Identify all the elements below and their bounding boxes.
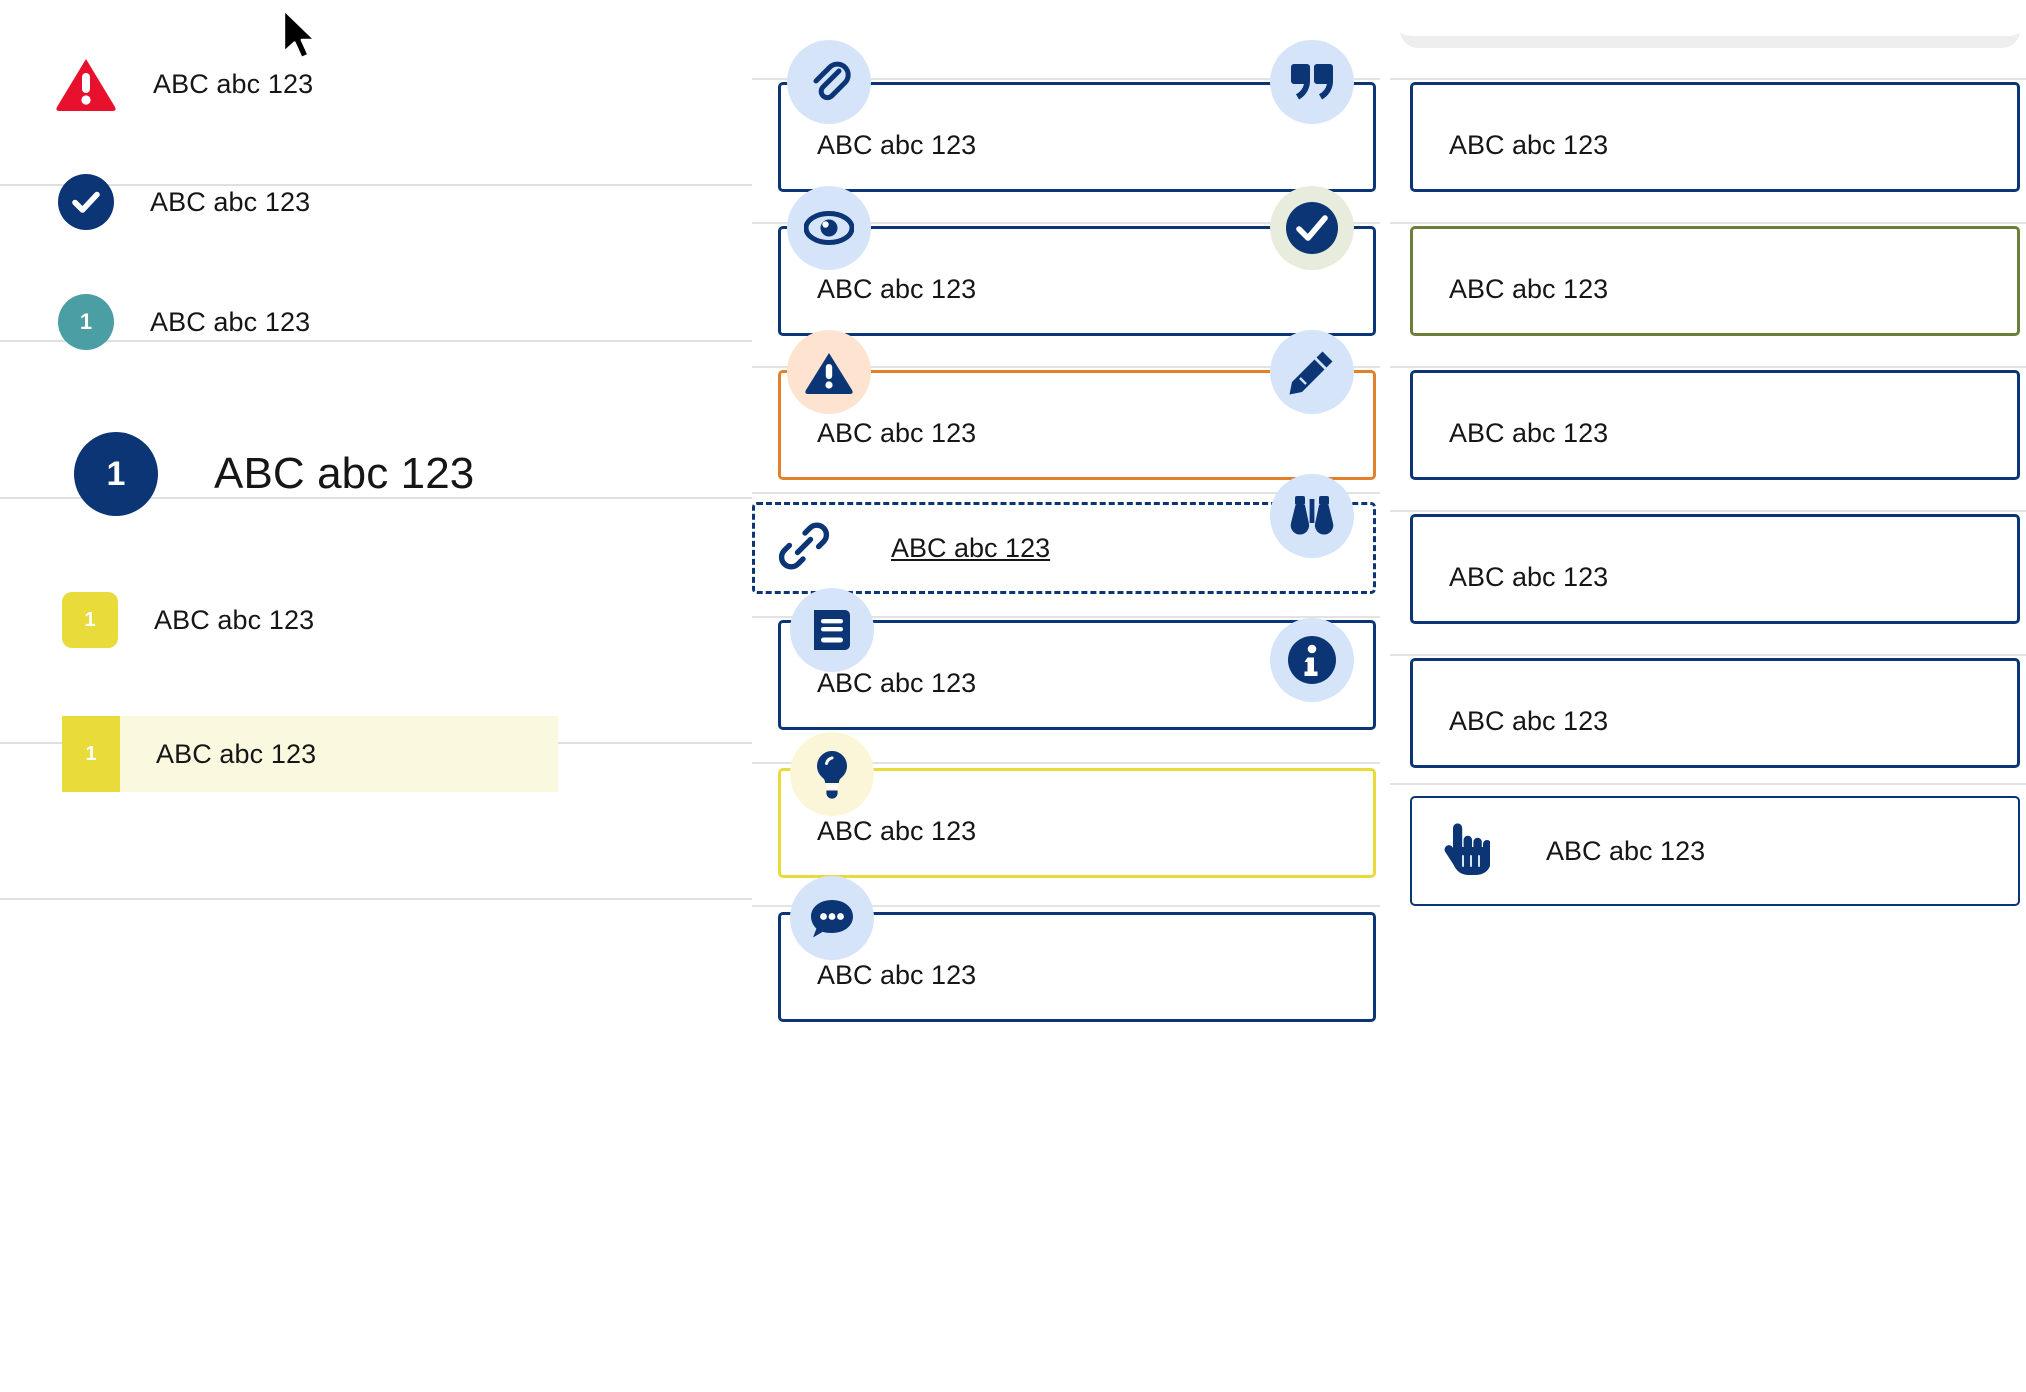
list-item-label: ABC abc 123 <box>154 604 315 635</box>
card-info[interactable]: ABC abc 123 <box>1410 658 2020 768</box>
mouse-pointer-icon <box>281 8 323 66</box>
warning-triangle-icon <box>55 57 117 111</box>
badge-value: 1 <box>106 454 126 493</box>
left-list-panel: ABC abc 123 ABC abc 123 1 ABC abc 123 1 … <box>0 0 756 1392</box>
pointing-hand-icon <box>1438 820 1491 883</box>
pencil-icon <box>1270 330 1354 414</box>
list-item-label: ABC abc 123 <box>156 738 317 769</box>
number-badge-icon: 1 <box>74 432 158 516</box>
card-label: ABC abc 123 <box>1546 835 1706 866</box>
number-badge-icon: 1 <box>58 294 114 350</box>
list-item-label: ABC abc 123 <box>150 186 311 217</box>
card-label: ABC abc 123 <box>1449 706 1609 736</box>
speech-bubble-icon <box>790 876 874 960</box>
list-item-alert[interactable]: ABC abc 123 <box>0 56 756 112</box>
card-label: ABC abc 123 <box>817 816 977 846</box>
card-label: ABC abc 123 <box>1449 562 1609 592</box>
card-label[interactable]: ABC abc 123 <box>891 532 1051 563</box>
list-item-label: ABC abc 123 <box>153 68 314 99</box>
card-label: ABC abc 123 <box>1449 418 1609 448</box>
list-separator <box>0 898 752 900</box>
card-approved[interactable]: ABC abc 123 <box>1410 226 2020 336</box>
list-item-success[interactable]: ABC abc 123 <box>0 174 756 230</box>
number-badge-icon: 1 <box>62 592 118 648</box>
binoculars-icon <box>1270 474 1354 558</box>
list-item-count-teal[interactable]: 1 ABC abc 123 <box>0 294 756 350</box>
card-label: ABC abc 123 <box>1449 274 1609 304</box>
link-chain-icon <box>777 519 831 578</box>
list-item-label: ABC abc 123 <box>214 449 475 498</box>
link-row[interactable]: ABC abc 123 <box>755 505 1373 591</box>
list-item-count-yellow-selected[interactable]: 1 ABC abc 123 <box>0 716 756 792</box>
badge-value: 1 <box>85 742 97 765</box>
info-circle-icon <box>1270 618 1354 702</box>
quotation-marks-icon <box>1270 40 1354 124</box>
background-panel-mask <box>1390 0 2026 36</box>
list-item-label: ABC abc 123 <box>150 306 311 337</box>
check-circle-icon <box>58 174 114 230</box>
card-action[interactable]: ABC abc 123 <box>1410 796 2020 906</box>
check-circle-icon <box>1270 186 1354 270</box>
list-item-count-yellow[interactable]: 1 ABC abc 123 <box>0 592 756 648</box>
card-label: ABC abc 123 <box>1449 130 1609 160</box>
paperclip-icon <box>787 40 871 124</box>
badge-value: 1 <box>79 309 93 334</box>
lightbulb-icon <box>790 732 874 816</box>
book-icon <box>790 588 874 672</box>
badge-value: 1 <box>84 608 96 631</box>
warning-triangle-icon <box>787 330 871 414</box>
card-label: ABC abc 123 <box>817 668 977 698</box>
card-tip[interactable]: ABC abc 123 <box>778 768 1376 878</box>
list-item-selected-highlight <box>62 716 558 792</box>
card-label: ABC abc 123 <box>817 960 977 990</box>
list-separator <box>0 497 752 499</box>
list-separator <box>0 340 752 342</box>
card-edit[interactable]: ABC abc 123 <box>1410 370 2020 480</box>
card-label: ABC abc 123 <box>817 274 977 304</box>
card-label: ABC abc 123 <box>817 418 977 448</box>
list-separator <box>0 184 752 186</box>
number-badge-icon: 1 <box>62 716 120 792</box>
hand-row[interactable]: ABC abc 123 <box>1412 798 2018 904</box>
card-observe[interactable]: ABC abc 123 <box>1410 514 2020 624</box>
card-comment[interactable]: ABC abc 123 <box>778 912 1376 1022</box>
list-item-count-navy-large[interactable]: 1 ABC abc 123 <box>0 432 756 516</box>
card-quote[interactable]: ABC abc 123 <box>1410 82 2020 192</box>
eye-icon <box>787 186 871 270</box>
card-label: ABC abc 123 <box>817 130 977 160</box>
